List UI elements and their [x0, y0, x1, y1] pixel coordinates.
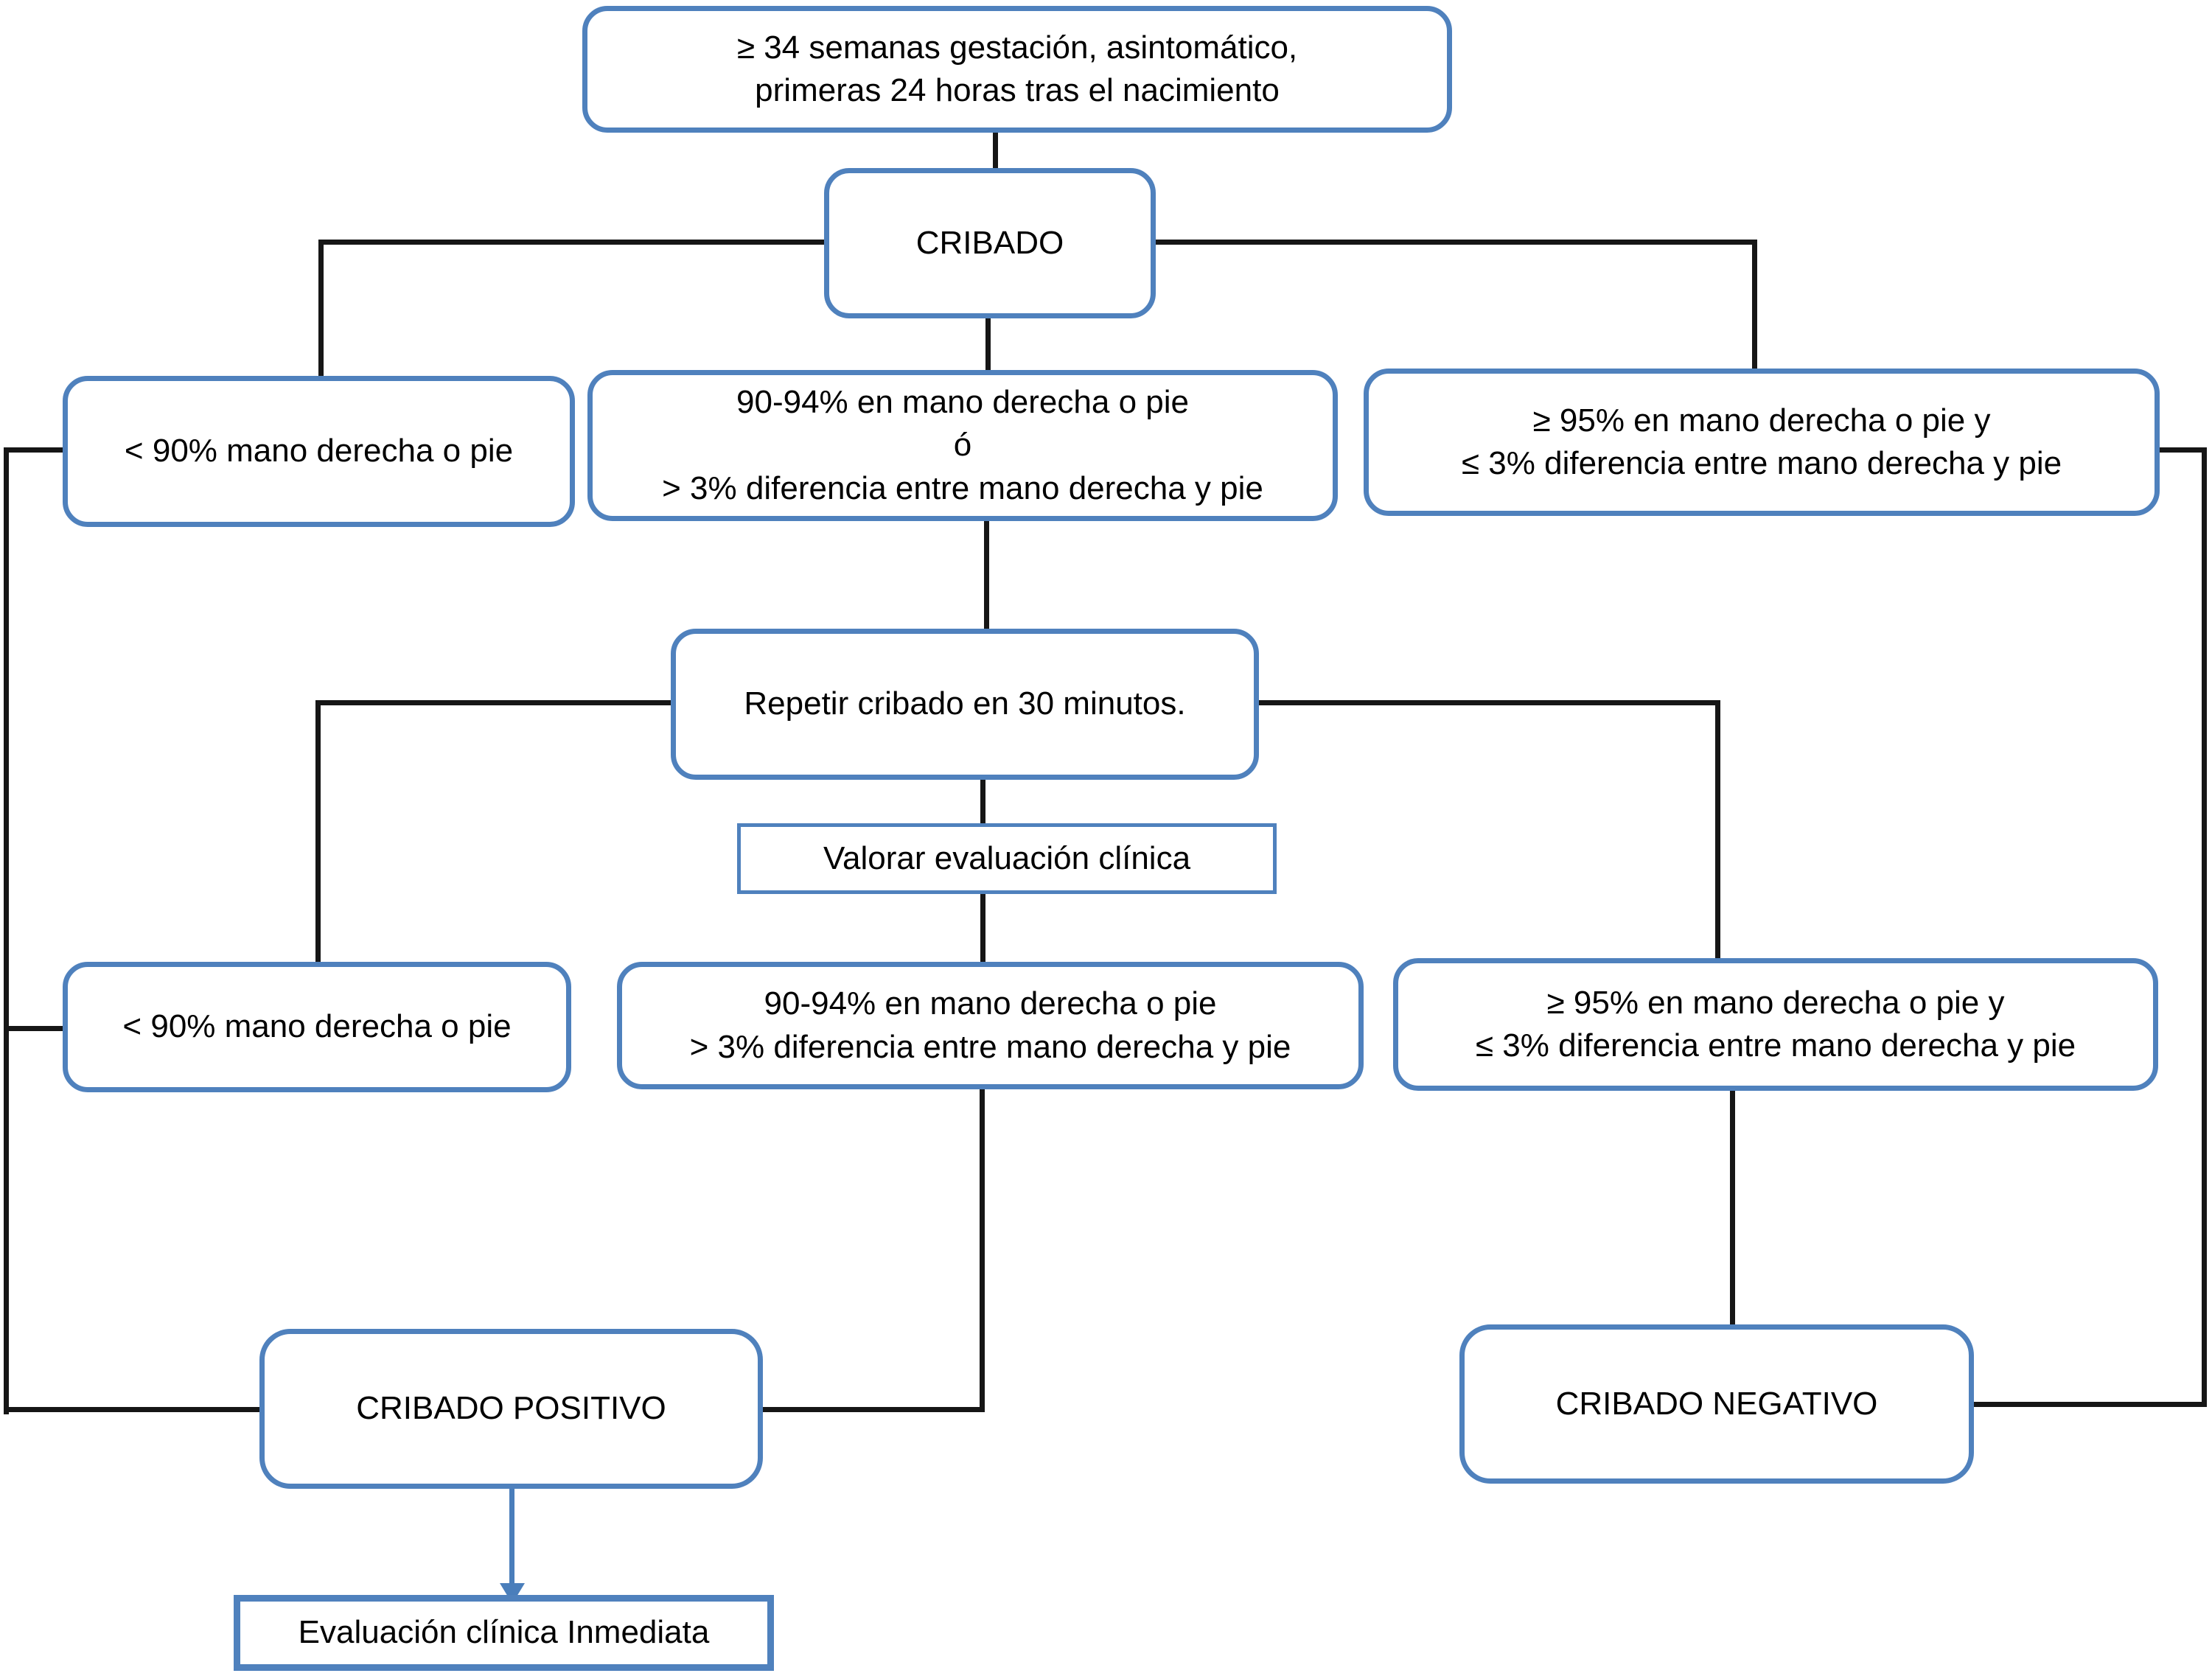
node-screen2-high-line2: ≤ 3% diferencia entre mano derecha y pie [1475, 1027, 2076, 1064]
node-screen2-mid-line1: 90-94% en mano derecha o pie [764, 985, 1217, 1022]
connector-repeat-right-vertical [1715, 700, 1720, 963]
node-cribado: CRIBADO [824, 168, 1156, 318]
connector-repeat-left-horizontal [315, 700, 674, 705]
connector-repeat-right-horizontal [1255, 700, 1720, 705]
connector-mid-to-repeat [984, 517, 989, 632]
connector-left-rail-stub-row1 [4, 447, 66, 453]
node-screen1-mid-line3: > 3% diferencia entre mano derecha y pie [662, 469, 1263, 506]
node-screen2-low: < 90% mano derecha o pie [63, 962, 571, 1092]
node-immediate-evaluation: Evaluación clínica Inmediata [234, 1595, 774, 1671]
connector-high2-to-negative [1730, 1088, 1735, 1328]
connector-left-rail-to-positive [4, 1407, 263, 1412]
connector-negative-to-right-rail [1969, 1402, 2207, 1407]
node-entry: ≥ 34 semanas gestación, asintomático, pr… [582, 6, 1452, 133]
node-screen2-low-label: < 90% mano derecha o pie [122, 1008, 512, 1045]
connector-left-rail-stub-row2 [4, 1026, 66, 1031]
node-screen1-mid-line2: ó [953, 427, 972, 464]
node-screen2-high-line1: ≥ 95% en mano derecha o pie y [1546, 984, 2005, 1021]
node-clinical-assessment: Valorar evaluación clínica [737, 823, 1277, 894]
connector-assess-to-mid2 [980, 890, 985, 964]
node-positive-screen-label: CRIBADO POSITIVO [356, 1390, 666, 1427]
connector-right-rail-stub-row1 [2155, 447, 2207, 453]
connector-repeat-to-assess [980, 776, 985, 828]
connector-mid2-to-positive [759, 1407, 985, 1412]
node-entry-line1: ≥ 34 semanas gestación, asintomático, [736, 29, 1298, 66]
connector-branch-left-horizontal [318, 240, 828, 245]
node-entry-line2: primeras 24 horas tras el nacimiento [755, 72, 1280, 108]
node-screen1-mid-line1: 90-94% en mano derecha o pie [736, 384, 1189, 421]
node-clinical-assessment-label: Valorar evaluación clínica [823, 839, 1191, 876]
connector-branch-right-horizontal [1151, 240, 1757, 245]
node-screen1-low: < 90% mano derecha o pie [63, 376, 575, 527]
connector-cribado-to-mid [985, 315, 991, 374]
connector-mid2-down [980, 1086, 985, 1412]
node-screen1-low-label: < 90% mano derecha o pie [124, 433, 514, 469]
connector-right-rail [2202, 447, 2207, 1407]
node-repeat-screening-label: Repetir cribado en 30 minutos. [744, 685, 1186, 722]
node-screen2-high: ≥ 95% en mano derecha o pie y ≤ 3% difer… [1393, 958, 2158, 1091]
node-negative-screen: CRIBADO NEGATIVO [1459, 1324, 1974, 1484]
node-negative-screen-label: CRIBADO NEGATIVO [1555, 1385, 1878, 1422]
node-screen1-high-line1: ≥ 95% en mano derecha o pie y [1532, 402, 1991, 439]
node-screen1-high: ≥ 95% en mano derecha o pie y ≤ 3% difer… [1364, 369, 2160, 516]
node-screen1-high-line2: ≤ 3% diferencia entre mano derecha y pie [1461, 445, 2062, 481]
connector-branch-left-vertical [318, 240, 324, 380]
connector-branch-right-vertical [1752, 240, 1757, 374]
connector-left-rail [4, 447, 9, 1414]
node-screen1-mid: 90-94% en mano derecha o pie ó > 3% dife… [587, 370, 1338, 521]
node-immediate-evaluation-label: Evaluación clínica Inmediata [298, 1614, 710, 1651]
node-repeat-screening: Repetir cribado en 30 minutos. [671, 629, 1259, 780]
node-screen2-mid: 90-94% en mano derecha o pie > 3% difere… [617, 962, 1364, 1089]
connector-repeat-left-vertical [315, 700, 321, 966]
arrow-positive-to-eval-line [509, 1484, 514, 1586]
connector-entry-to-cribado [993, 130, 998, 172]
node-screen2-mid-line2: > 3% diferencia entre mano derecha y pie [689, 1028, 1291, 1065]
node-positive-screen: CRIBADO POSITIVO [259, 1329, 763, 1489]
node-cribado-label: CRIBADO [915, 224, 1064, 261]
